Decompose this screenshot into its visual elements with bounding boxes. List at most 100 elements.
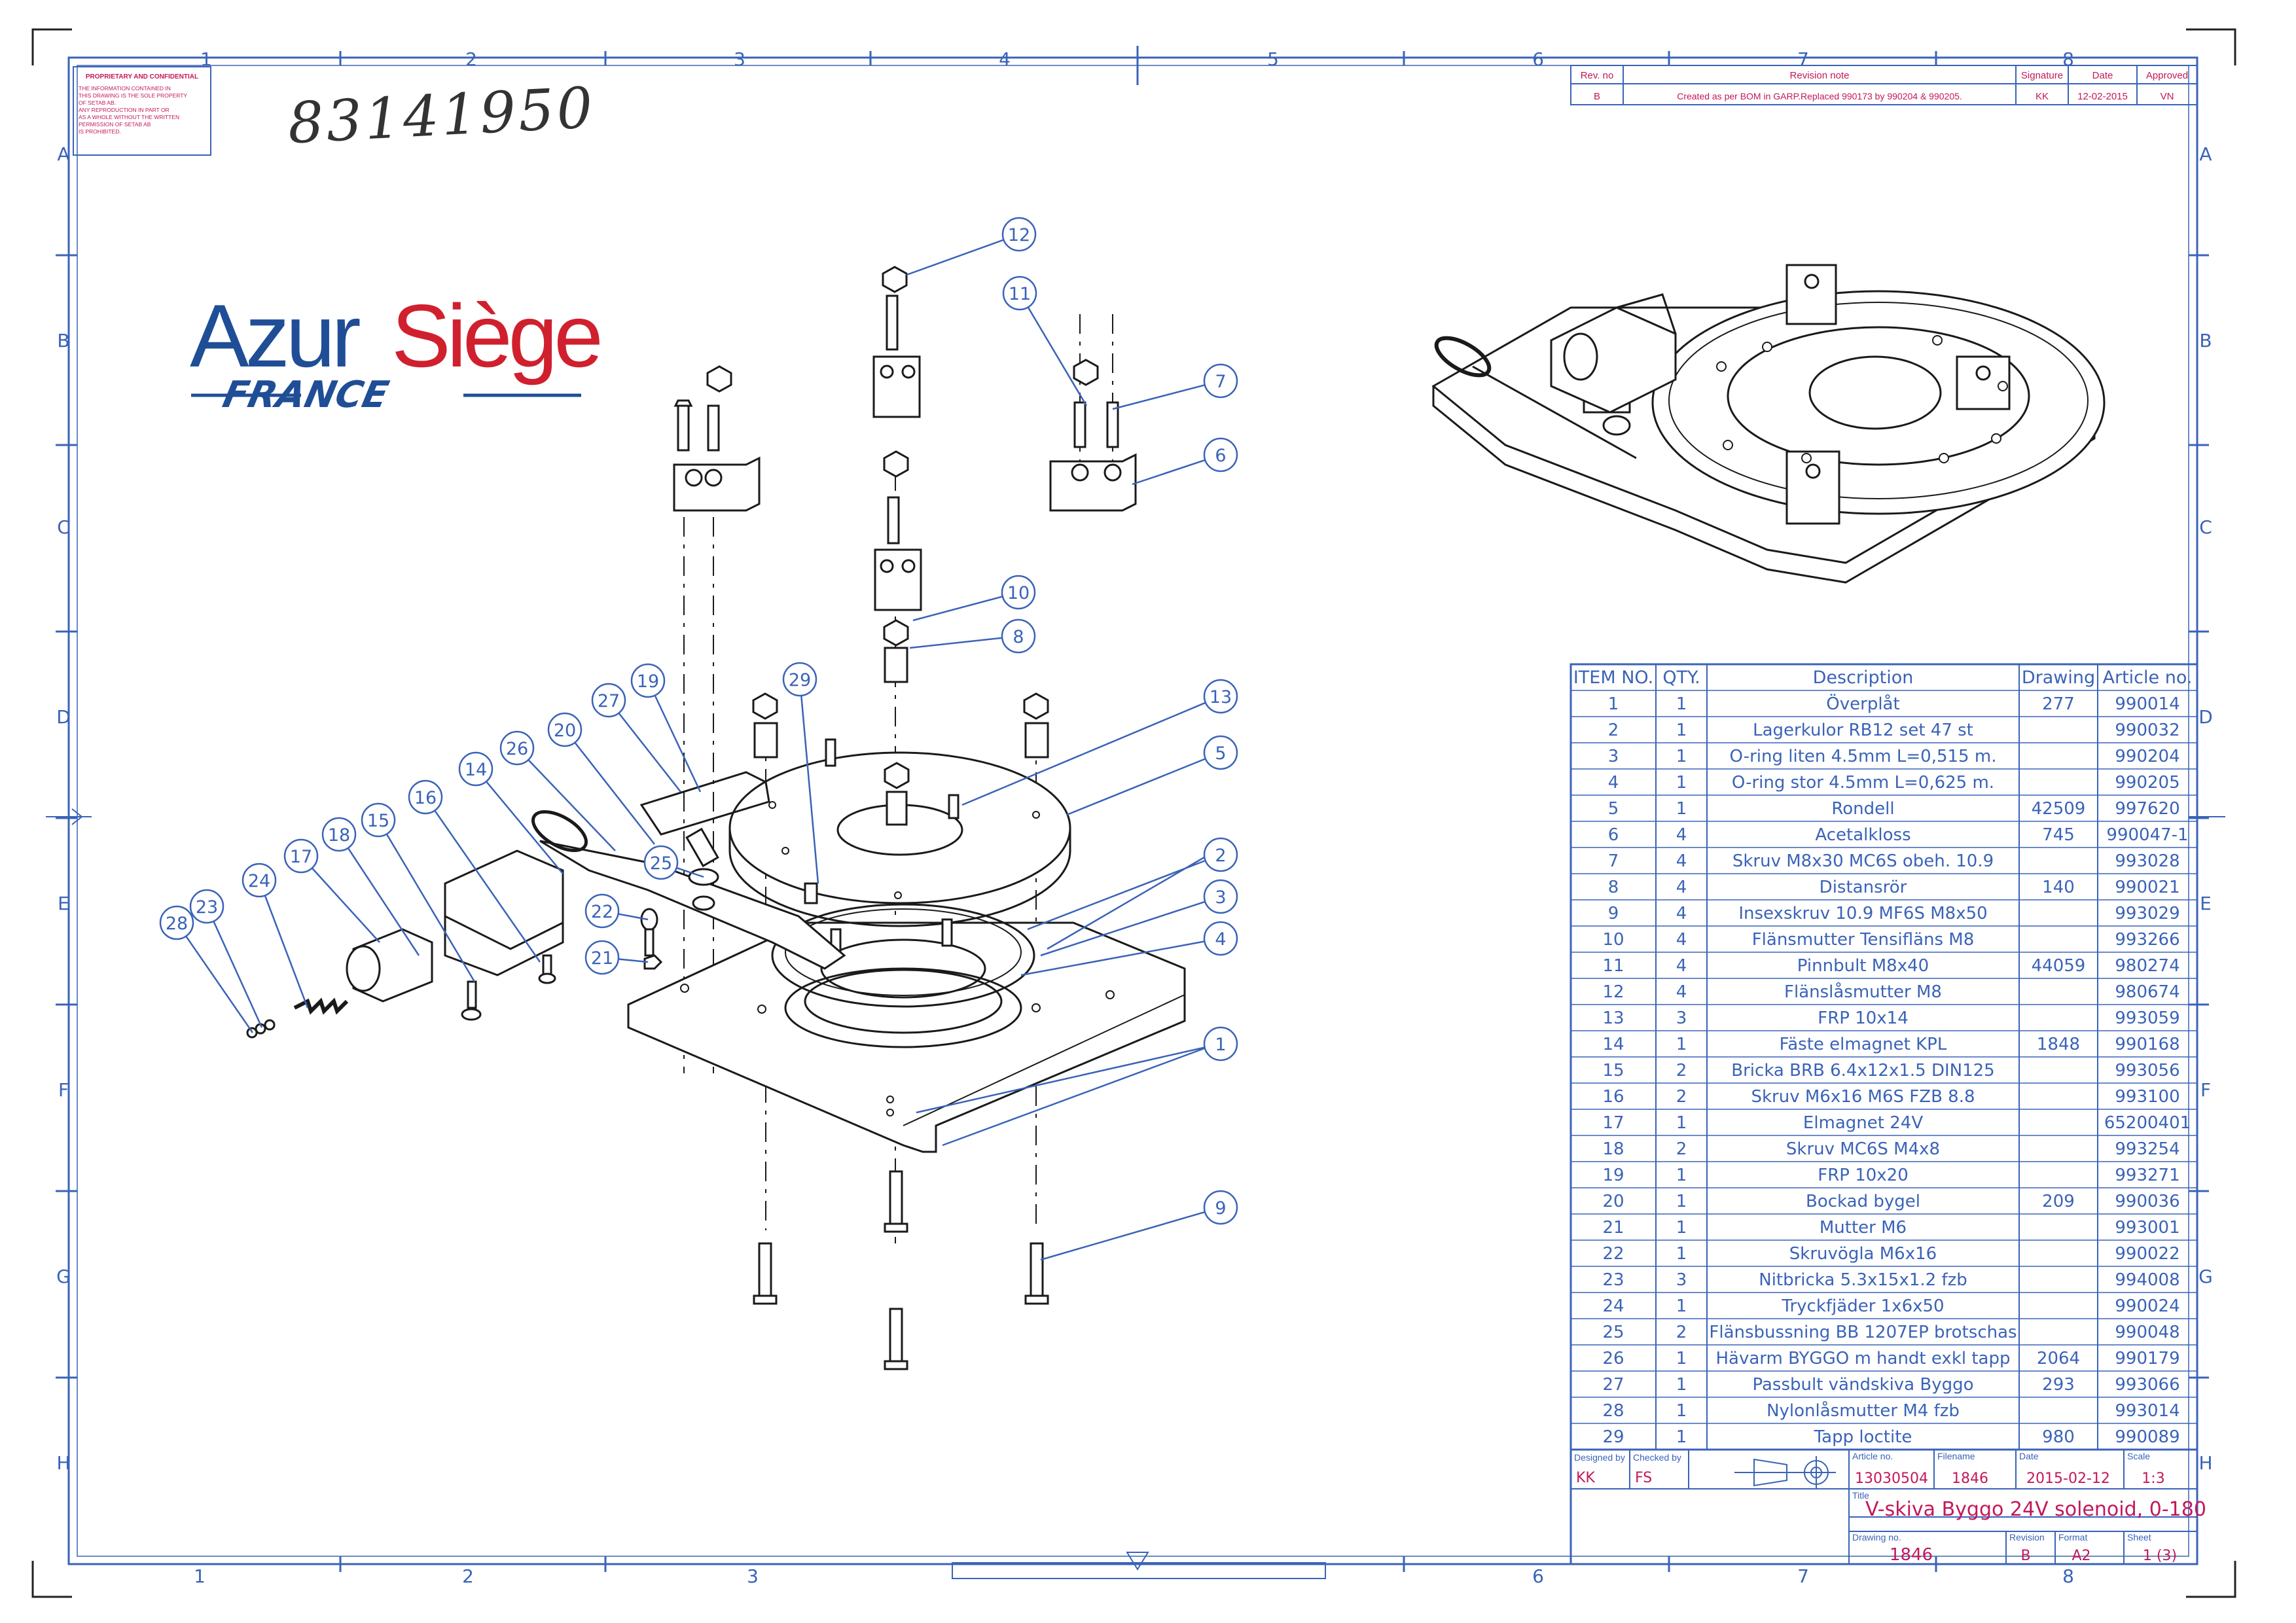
bom-cell: 4 [1676,904,1687,923]
balloon-19: 19 [630,663,702,793]
solenoid [346,928,433,1003]
bom-cell: 1 [1676,799,1687,819]
revision-header: Date [2092,70,2113,81]
grid-row-right-H: H [2198,1452,2212,1474]
balloon-24: 24 [242,863,309,1008]
proprietary-title: PROPRIETARY AND CONFIDENTIAL [86,73,198,80]
balloon-label: 29 [789,670,811,690]
revision-cell: Created as per BOM in GARP.Replaced 9901… [1677,91,1962,101]
bom-cell: 990179 [2115,1349,2179,1368]
title-block-value: FS [1635,1470,1652,1486]
bom-cell: 7 [1608,851,1619,871]
bom-cell: 1 [1676,747,1687,766]
bom-cell: 11 [1602,956,1624,976]
proprietary-line: OF SETAB AB. [79,99,116,106]
bom-cell: 2 [1608,721,1619,740]
balloon-label: 6 [1215,446,1226,466]
bom-cell: 15 [1602,1061,1624,1080]
acetal-block-center-top [872,355,921,418]
title-block-label: Article no. [1852,1451,1893,1461]
title-block-value: A2 [2072,1548,2090,1564]
balloon-label: 11 [1009,284,1031,304]
balloon-label: 8 [1013,627,1024,647]
bom-cell: 12 [1602,982,1624,1002]
bom-cell: 293 [2042,1375,2075,1395]
drawing-title: V-skiva Byggo 24V solenoid, 0-180 [1865,1498,2206,1521]
bom-cell: 993056 [2115,1061,2179,1080]
bom-cell: 28 [1602,1401,1624,1421]
bom-cell: Elmagnet 24V [1803,1113,1923,1133]
balloon-label: 13 [1210,687,1232,707]
bom-cell: 993001 [2115,1218,2179,1238]
balloon-28: 28 [159,905,254,1033]
bom-cell: 990022 [2115,1244,2179,1264]
balloon-label: 27 [598,691,620,711]
balloon-3: 3 [1040,879,1238,957]
bom-cell: FRP 10x20 [1818,1166,1909,1185]
revision-cell: KK [2036,91,2049,102]
proprietary-line: THIS DRAWING IS THE SOLE PROPERTY [79,92,187,99]
bom-cell: 20 [1602,1192,1624,1211]
bom-cell: 14 [1602,1035,1624,1054]
revision-header: Revision note [1790,70,1850,81]
grid-col-bottom-7: 7 [1797,1565,1809,1587]
solenoid-bracket [444,849,564,976]
title-block-label: Title [1852,1490,1869,1501]
grid-row-right-C: C [2199,516,2212,538]
balloon-8: 8 [909,618,1036,654]
bom-header-0: ITEM NO. [1573,668,1653,688]
balloon-label: 15 [367,811,389,831]
bom-cell: Skruvögla M6x16 [1789,1244,1937,1264]
bom-cell: 1 [1676,1349,1687,1368]
bom-cell: 980674 [2115,982,2179,1002]
grid-row-left-G: G [56,1266,71,1287]
bom-cell: FRP 10x14 [1818,1008,1909,1028]
bom-cell: 24 [1602,1296,1624,1316]
revision-cell: B [1594,91,1600,102]
grid-row-left-F: F [58,1079,69,1101]
balloon-23: 23 [189,889,263,1028]
logo-word-siege: Siège [391,286,600,385]
title-block-value: 1:3 [2142,1471,2164,1487]
bom-cell: 990047-1 [2106,825,2188,845]
bom-cell: Flänslåsmutter M8 [1784,982,1942,1002]
bom-cell: 16 [1602,1087,1624,1107]
balloon-25: 25 [643,845,704,880]
balloon-label: 14 [465,760,487,780]
grid-row-left-E: E [58,893,69,914]
balloon-label: 9 [1215,1198,1226,1219]
projection-symbol-icon [1734,1456,1836,1489]
bom-cell: 993066 [2115,1375,2179,1395]
acetal-block-left [673,456,761,512]
revision-cell: VN [2161,91,2174,102]
bom-cell: 994008 [2115,1270,2179,1290]
bom-cell: 44059 [2032,956,2086,976]
bom-cell: 27 [1602,1375,1624,1395]
bom-cell: Skruv M8x30 MC6S obeh. 10.9 [1732,851,1994,871]
balloon-4: 4 [1020,921,1238,976]
grid-row-right-B: B [2199,330,2212,351]
acetal-block-center-mid [874,548,922,611]
bom-cell: Skruv MC6S M4x8 [1786,1139,1940,1159]
bom-cell: 1 [1676,1244,1687,1264]
grid-row-right-A: A [2199,143,2212,165]
balloon-20: 20 [547,712,655,845]
bom-cell: 17 [1602,1113,1624,1133]
bom-cell: 4 [1676,851,1687,871]
bom-header-3: Drawing [2022,668,2095,688]
balloon-label: 25 [650,853,672,874]
balloon-2: 2 [1027,837,1238,931]
balloon-label: 5 [1215,743,1226,764]
grid-col-top-4: 4 [999,48,1011,70]
bom-cell: 4 [1676,825,1687,845]
balloon-label: 21 [591,948,613,969]
grid-row-right-F: F [2200,1079,2211,1101]
bom-cell: 1 [1676,721,1687,740]
balloon-13: 13 [961,679,1238,806]
bom-cell: 140 [2042,878,2075,897]
balloon-label: 28 [166,914,188,934]
bom-cell: 980274 [2115,956,2179,976]
bom-cell: 990024 [2115,1296,2179,1316]
